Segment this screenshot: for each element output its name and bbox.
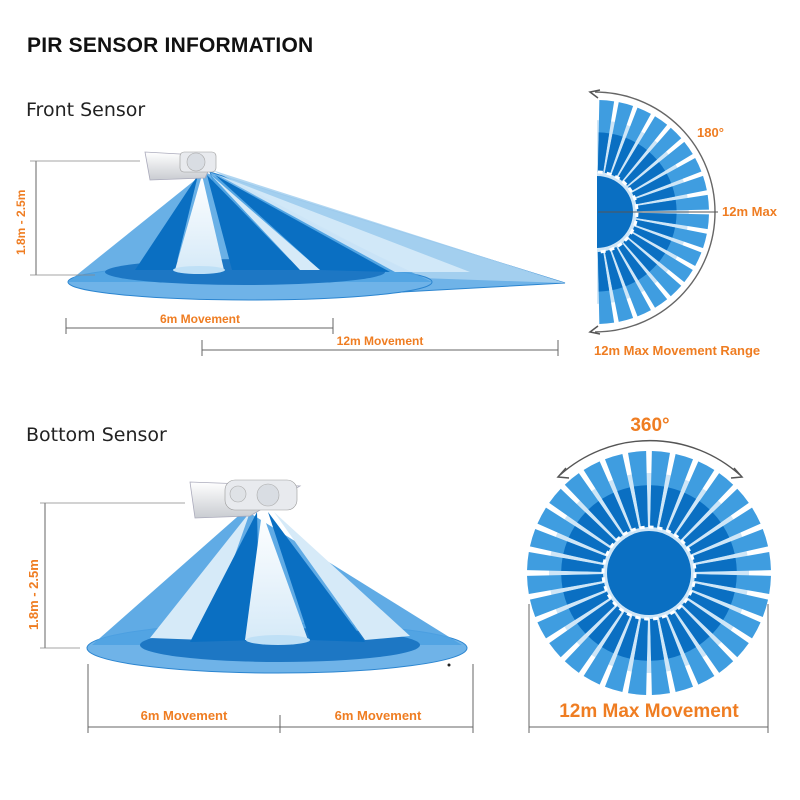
- bottom-height-dimension: 1.8m - 2.5m: [26, 502, 185, 649]
- bottom-top-zone-inner: [577, 599, 616, 634]
- bottom-top-zone-inner: [694, 574, 737, 589]
- bottom-top-zone-inner: [659, 487, 681, 531]
- front-sensor-device: [144, 151, 217, 181]
- front-height-text: 1.8m - 2.5m: [14, 190, 28, 255]
- bottom-top-zone-inner: [682, 512, 721, 547]
- front-top-zone-inner: [628, 162, 666, 192]
- front-top-zone-inner: [628, 232, 666, 262]
- bottom-top-zone-inner: [617, 487, 639, 531]
- front-top-zone-inner: [604, 133, 623, 175]
- bottom-angle-text: 360°: [630, 415, 669, 436]
- bottom-top-zone-inner: [601, 611, 631, 654]
- bottom-top-zone-inner: [691, 583, 735, 605]
- bottom-top-zone-inner: [667, 492, 697, 535]
- bottom-top-zone-inner: [687, 525, 730, 555]
- front-sensor-label: Front Sensor: [26, 99, 146, 121]
- front-top-zone-inner: [623, 238, 657, 272]
- bottom-top-zone-inner: [633, 618, 648, 661]
- bottom-top-zone-inner: [561, 557, 604, 572]
- front-top-zone-inner: [597, 251, 610, 292]
- bottom-sensor-device: [189, 479, 302, 519]
- front-top-zone-inner: [597, 132, 610, 173]
- bottom-movement-dimensions: 6m Movement 6m Movement: [87, 664, 474, 733]
- bottom-top-zone-inner: [675, 501, 710, 540]
- front-top-zone-inner: [636, 199, 677, 212]
- front-detection-cone: [67, 170, 566, 301]
- front-height-dimension: 1.8m - 2.5m: [14, 160, 140, 276]
- bottom-top-zone-inner: [682, 599, 721, 634]
- bottom-top-zone-inner: [568, 591, 611, 621]
- front-top-zone-inner: [604, 249, 623, 291]
- bottom-top-zone-inner: [675, 606, 710, 645]
- bottom-top-zone-inner: [650, 618, 665, 661]
- bottom-top-zone-inner: [687, 591, 730, 621]
- bottom-arc: [559, 440, 741, 476]
- bottom-top-zone-inner: [563, 583, 607, 605]
- front-top-zone-inner: [617, 243, 647, 281]
- bottom-top-zone-inner: [577, 512, 616, 547]
- bottom-top-zone-inner: [633, 485, 648, 528]
- front-top-view: 180° 12m Max 12m Max Movement Range: [555, 89, 778, 358]
- bottom-top-zone-inner: [568, 525, 611, 555]
- bottom-top-zone-inner: [617, 615, 639, 659]
- bottom-top-zone-inner: [667, 611, 697, 654]
- front-top-zone-inner: [632, 173, 672, 198]
- bottom-top-gap-ring: [601, 525, 697, 621]
- bottom-top-zone-inner: [691, 541, 735, 563]
- front-top-zone-inner: [611, 247, 636, 287]
- bottom-6m-right-text: 6m Movement: [335, 708, 422, 723]
- front-top-zone-inner: [623, 152, 657, 186]
- bottom-top-view: 360° 12m Max Movement: [527, 415, 771, 733]
- bottom-top-center: [607, 531, 691, 615]
- front-top-zone-inner: [634, 219, 676, 238]
- front-top-zone-inner: [617, 143, 647, 181]
- front-6m-text: 6m Movement: [160, 312, 240, 326]
- bottom-top-zone-inner: [588, 606, 623, 645]
- front-top-zone-inner: [611, 137, 636, 177]
- front-12m-text: 12m Movement: [337, 334, 424, 348]
- bottom-top-zone-inner: [659, 615, 681, 659]
- front-top-zone-inner: [632, 226, 672, 251]
- front-movement-dimensions: 6m Movement 12m Movement: [65, 312, 559, 356]
- bottom-height-text: 1.8m - 2.5m: [26, 559, 41, 630]
- bottom-sensor-label: Bottom Sensor: [26, 424, 167, 446]
- bottom-detection-cone: [86, 510, 468, 674]
- bottom-top-zone-inner: [650, 485, 665, 528]
- bottom-6m-left-text: 6m Movement: [141, 708, 228, 723]
- front-top-zone-inner: [634, 186, 676, 205]
- bottom-top-zone-inner: [588, 501, 623, 540]
- bottom-range-text: 12m Max Movement: [559, 701, 739, 722]
- front-top-zone-inner: [636, 212, 677, 225]
- bottom-top-zone-inner: [694, 557, 737, 572]
- page-title: PIR SENSOR INFORMATION: [27, 34, 314, 57]
- bottom-top-zone-inner: [601, 492, 631, 535]
- front-max-text: 12m Max: [722, 204, 778, 219]
- front-range-text: 12m Max Movement Range: [594, 343, 760, 358]
- front-angle-text: 180°: [697, 125, 724, 140]
- bottom-top-zone-inner: [561, 574, 604, 589]
- bottom-top-zone-inner: [563, 541, 607, 563]
